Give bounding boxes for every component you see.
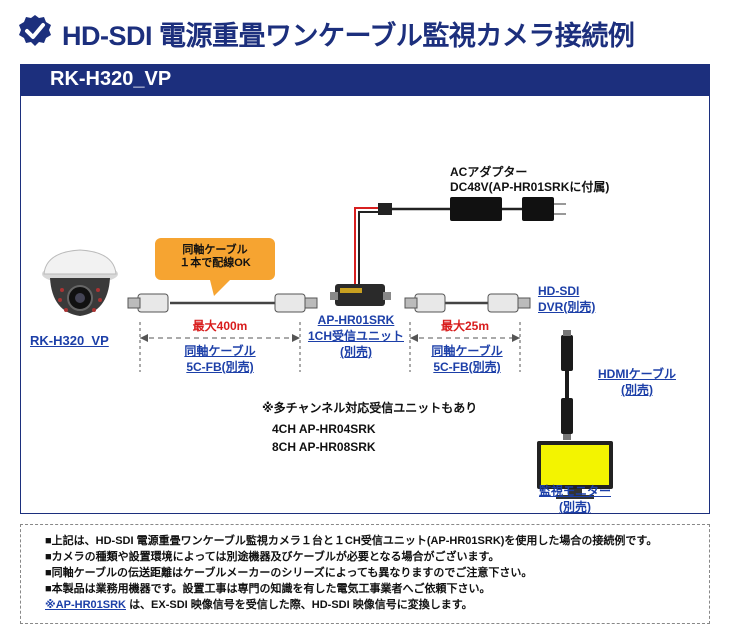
- note-line-3: ■同軸ケーブルの伝送距離はケーブルメーカーのシリーズによっても異なりますのでご注…: [45, 567, 533, 579]
- camera-label: RK-H320_VP: [30, 333, 109, 348]
- note-line-1: ■上記は、HD-SDI 電源重畳ワンケーブル監視カメラ１台と１CH受信ユニット(…: [45, 535, 658, 547]
- note-line-5-text: は、EX-SDI 映像信号を受信した際、HD-SDI 映像信号に変換します。: [129, 599, 473, 611]
- model-header-label: RK-H320_VP: [50, 68, 172, 90]
- monitor-icon: [537, 441, 613, 499]
- right-cable-max-distance: 最大25m: [440, 319, 490, 333]
- title-bar: HD-SDI 電源重畳ワンケーブル監視カメラ接続例: [0, 0, 730, 62]
- right-distance-arrow: [409, 322, 521, 372]
- dvr-label-2: DVR(別売): [538, 300, 596, 314]
- adapter-label-1: ACアダプター: [450, 165, 528, 179]
- monitor-label-1: 監視モニター: [538, 484, 611, 498]
- monitor-label-2: (別売): [559, 500, 591, 514]
- callout-bubble: [155, 238, 275, 296]
- hdmi-cable-icon: [561, 330, 573, 440]
- note-line-5: ※AP-HR01SRK は、EX-SDI 映像信号を受信した際、HD-SDI 映…: [45, 597, 709, 613]
- page-title: HD-SDI 電源重畳ワンケーブル監視カメラ接続例: [62, 21, 635, 51]
- multi-channel-note: ※多チャンネル対応受信ユニットもあり: [262, 401, 478, 415]
- power-cable: [354, 197, 566, 284]
- right-cable-type: 5C-FB(別売): [433, 360, 501, 374]
- note-line-2: ■カメラの種類や設置環境によっては別途機器及びケーブルが必要となる場合がございま…: [45, 551, 500, 563]
- receiver-unit-icon: [330, 284, 391, 306]
- coax-cable-left: [127, 293, 318, 313]
- model-header: RK-H320_VP: [20, 64, 710, 96]
- notes-box: ■上記は、HD-SDI 電源重畳ワンケーブル監視カメラ１台と１CH受信ユニット(…: [20, 524, 710, 624]
- callout-line-2: １本で配線OK: [179, 256, 251, 269]
- left-distance-arrow: [139, 322, 301, 372]
- receiver-model: AP-HR01SRK: [317, 313, 395, 327]
- dvr-label-1: HD-SDI: [538, 284, 580, 298]
- receiver-name: 1CH受信ユニット: [307, 329, 404, 343]
- note-receiver-link[interactable]: ※AP-HR01SRK: [45, 599, 126, 611]
- check-badge-icon: [19, 15, 51, 46]
- callout-text: 同軸ケーブル １本で配線OK: [155, 244, 275, 269]
- diagram-frame: [20, 96, 710, 514]
- multi-channel-8ch: 8CH AP-HR08SRK: [272, 440, 376, 454]
- left-cable-max-distance: 最大400m: [192, 319, 248, 333]
- callout-line-1: 同軸ケーブル: [182, 244, 248, 256]
- dome-camera-icon: [42, 249, 118, 316]
- note-line-4: ■本製品は業務用機器です。設置工事は専門の知識を有した電気工事業者へご依頼下さい…: [45, 583, 491, 595]
- connection-diagram: [42, 197, 613, 499]
- multi-channel-4ch: 4CH AP-HR04SRK: [272, 422, 376, 436]
- adapter-label-2: DC48V(AP-HR01SRKに付属): [450, 180, 610, 194]
- left-cable-name: 同軸ケーブル: [184, 344, 256, 358]
- receiver-note: (別売): [340, 345, 372, 359]
- coax-cable-right: [404, 293, 531, 313]
- right-cable-name: 同軸ケーブル: [431, 344, 503, 358]
- hdmi-label-2: (別売): [621, 383, 653, 397]
- left-cable-type: 5C-FB(別売): [186, 360, 254, 374]
- hdmi-label-1: HDMIケーブル: [598, 367, 676, 381]
